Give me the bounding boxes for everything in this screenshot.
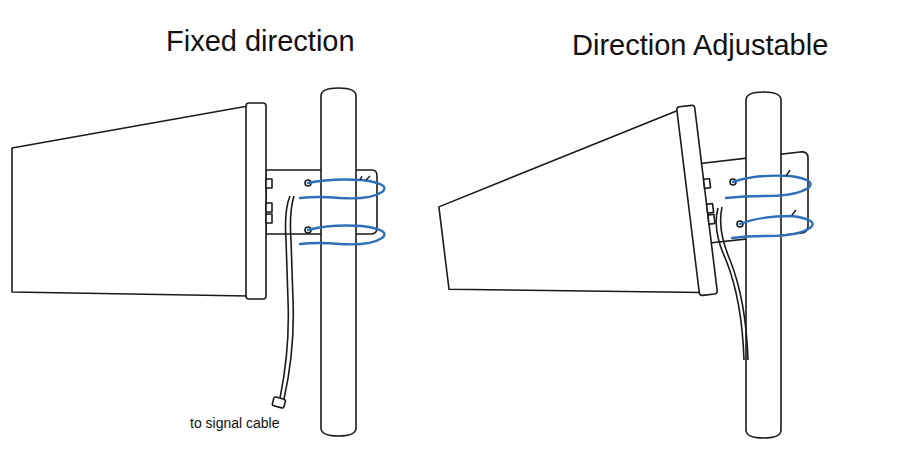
connector <box>266 179 272 188</box>
u-bolt-wire <box>300 226 385 245</box>
connector <box>708 214 715 224</box>
panel-heading: Direction Adjustable <box>572 30 828 62</box>
connector <box>707 204 714 214</box>
signal-cable <box>284 196 294 399</box>
mounting-pole <box>746 92 781 438</box>
antenna-flange <box>677 105 718 296</box>
connector <box>266 214 272 223</box>
u-bolt-wire <box>726 176 811 198</box>
mounting-pole <box>321 88 356 436</box>
signal-cable <box>716 208 744 360</box>
cable-label: to signal cable <box>190 416 280 431</box>
signal-cable <box>721 207 748 360</box>
panel-heading: Fixed direction <box>166 26 355 58</box>
signal-cable <box>280 196 290 398</box>
antenna-body <box>431 110 702 323</box>
u-bolt-wire <box>300 179 385 198</box>
u-bolt-wire <box>732 216 813 238</box>
connector <box>266 203 272 212</box>
cable-connector <box>272 397 286 409</box>
antenna-flange <box>246 103 266 299</box>
connector <box>704 179 711 189</box>
antenna-body <box>12 106 248 296</box>
